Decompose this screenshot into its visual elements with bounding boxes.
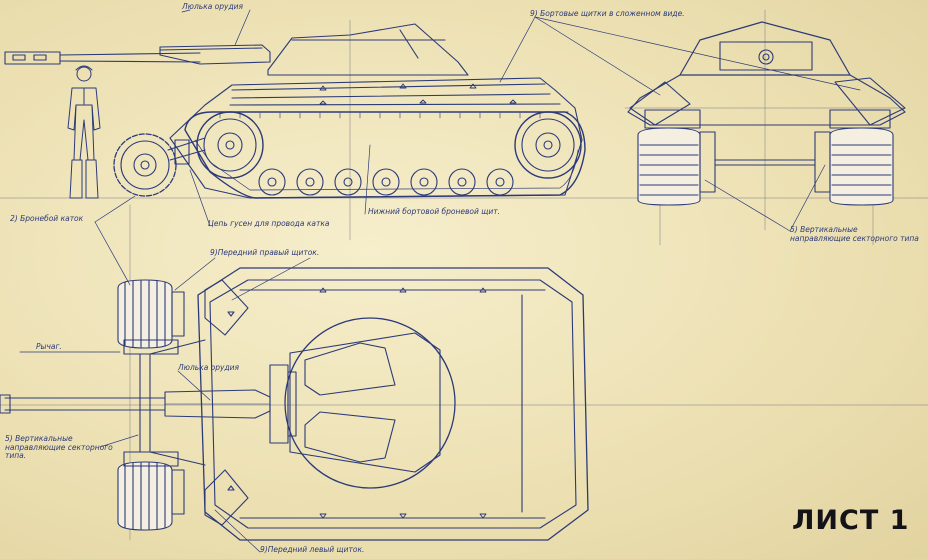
plan-bottom-guide-wheel	[117, 451, 185, 531]
label-gun-barrel-plan: Люлька орудия	[178, 363, 240, 372]
label-lever: Рычаг.	[36, 342, 62, 351]
label-lower-side-armor: Нижний бортовой броневой щит.	[368, 207, 500, 216]
plan-hull	[197, 267, 589, 541]
label-vertical-guide-plan: 5) Вертикальные направляющие секторного …	[5, 434, 113, 461]
leader-lines	[19, 9, 861, 553]
plan-front-left-shield	[204, 469, 249, 526]
label-gun-barrel-side: Люлька орудия	[182, 2, 244, 11]
construction-lines	[0, 9, 928, 541]
side-view	[4, 23, 586, 199]
plan-turret-ring	[284, 317, 456, 489]
side-sprocket	[196, 111, 264, 179]
sheet-title-number: 1	[889, 505, 910, 536]
sheet-number-title: ЛИСТ 1	[792, 505, 909, 536]
label-armored-roller: 2) Бронебой каток	[10, 214, 84, 223]
label-track-chain: Цепь гусен для провода катка	[208, 219, 330, 228]
plan-view	[0, 267, 589, 541]
side-idler	[514, 111, 582, 179]
plan-front-right-shield	[204, 279, 249, 336]
sheet-title-word: ЛИСТ	[792, 505, 880, 536]
label-front-left-shield: 9)Передний левый щиток.	[260, 545, 365, 554]
plan-top-guide-wheel	[117, 279, 185, 355]
side-gun-barrel	[4, 44, 271, 65]
side-track	[184, 111, 586, 199]
side-hull	[169, 77, 583, 199]
label-front-right-shield: 9)Передний правый щиток.	[210, 248, 320, 257]
human-scale-figure	[67, 65, 101, 199]
side-road-wheels	[258, 168, 514, 196]
front-left-wheel	[637, 127, 716, 206]
front-view	[627, 21, 906, 206]
side-casemate	[267, 23, 469, 76]
plan-gun-barrel	[0, 389, 271, 419]
label-vertical-guide-side: 5) Вертикальные направляющие секторного …	[790, 225, 919, 243]
label-side-armor-stowed: 9) Бортовые щитки в сложенном виде.	[530, 9, 685, 18]
front-right-wheel	[814, 127, 894, 206]
armored-roller-wheel	[113, 133, 206, 197]
